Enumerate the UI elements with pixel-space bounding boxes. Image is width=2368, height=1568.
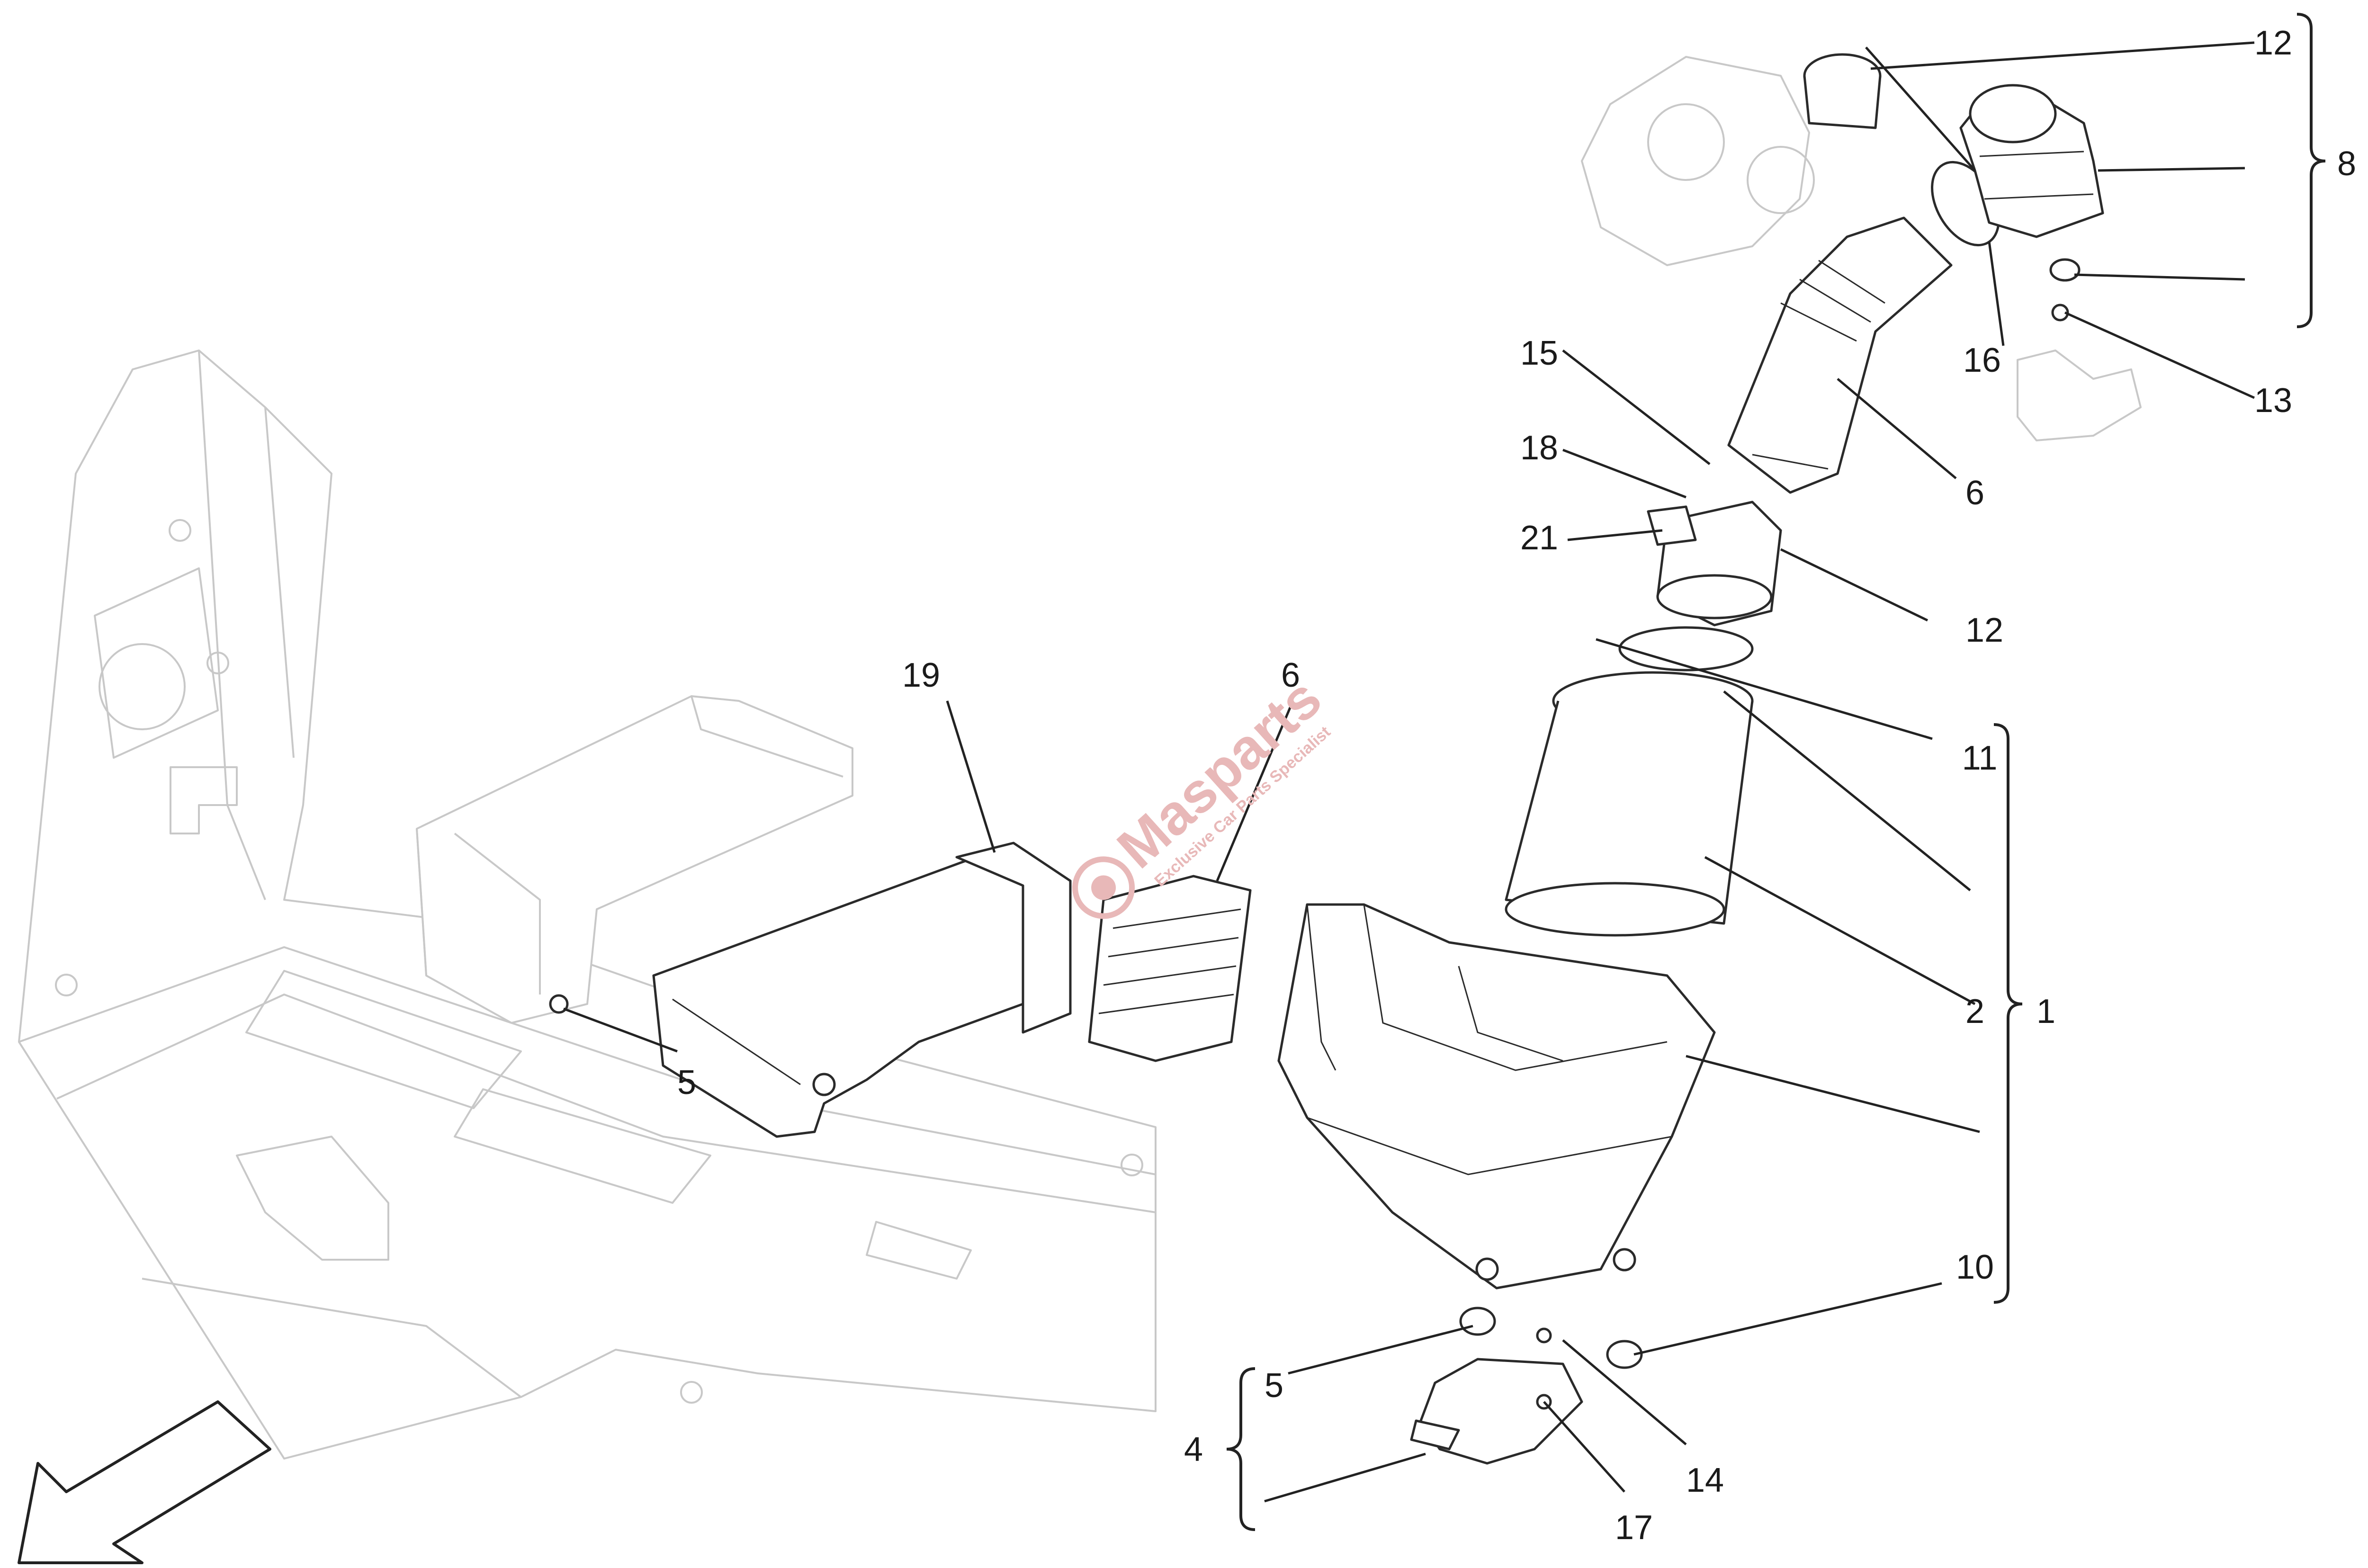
brackets [1226, 13, 2326, 1531]
rubber-mounts-part [1459, 1307, 1643, 1369]
callout-4: 4 [1184, 1431, 1203, 1469]
callout-17: 16 [1963, 341, 2001, 379]
intake-duct-part [652, 842, 1072, 1138]
callout-5: 5 [677, 1064, 696, 1102]
callout-2: 2 [1965, 993, 1984, 1030]
callout-13: 12 [1965, 611, 2003, 649]
callout-9: 8 [2337, 145, 2356, 183]
callout-8: 6 [1281, 656, 1300, 694]
callout-11: 10 [1956, 1248, 1994, 1286]
callout-12: 11 [1962, 739, 1998, 777]
mounting-bracket-part [1410, 1327, 1583, 1465]
callout-15: 14 [1686, 1461, 1724, 1499]
mount-ghost [2017, 349, 2142, 441]
washer-part [2049, 258, 2081, 322]
bellows-coupling-part [1088, 875, 1252, 1062]
chassis-ghost [18, 349, 1157, 1460]
part-labels: 12 8 16 13 15 6 18 21 12 11 2 1 10 5 4 1… [677, 24, 2356, 1547]
callout-6: 5 [1265, 1367, 1283, 1405]
turbo-ghost [1581, 56, 1815, 266]
screw-part-5 [549, 994, 569, 1014]
leader-lines [563, 41, 2255, 1503]
bracket-9 [2296, 13, 2326, 328]
watermark-logo-icon [1072, 856, 1135, 919]
callout-7: 6 [1965, 474, 1984, 512]
callout-21: 21 [1520, 519, 1558, 557]
flexible-hose-part [1727, 216, 1953, 494]
flow-meter-housing-part [1647, 501, 1782, 627]
inlet-duct-ghost [416, 695, 853, 1024]
bracket-4 [1226, 1367, 1256, 1531]
callout-1: 1 [2036, 993, 2055, 1030]
callout-19: 18 [1520, 429, 1558, 467]
callout-18: 17 [1615, 1509, 1653, 1547]
air-filter-part [1505, 671, 1754, 937]
callout-16: 15 [1520, 334, 1558, 372]
upper-intake-pipe-part [1959, 84, 2104, 238]
bracket-1 [1993, 723, 2023, 1304]
coupling-sleeve-part [1803, 53, 1882, 129]
callout-14: 13 [2254, 382, 2292, 420]
callout-20: 19 [902, 656, 940, 694]
airbox-housing-part [1277, 903, 1716, 1290]
watermark-brand: Masparts [1105, 666, 1333, 880]
gasket-ring-part [1618, 626, 1754, 672]
callout-10: 12 [2254, 24, 2292, 62]
arrow-down-left-icon [18, 1400, 271, 1564]
